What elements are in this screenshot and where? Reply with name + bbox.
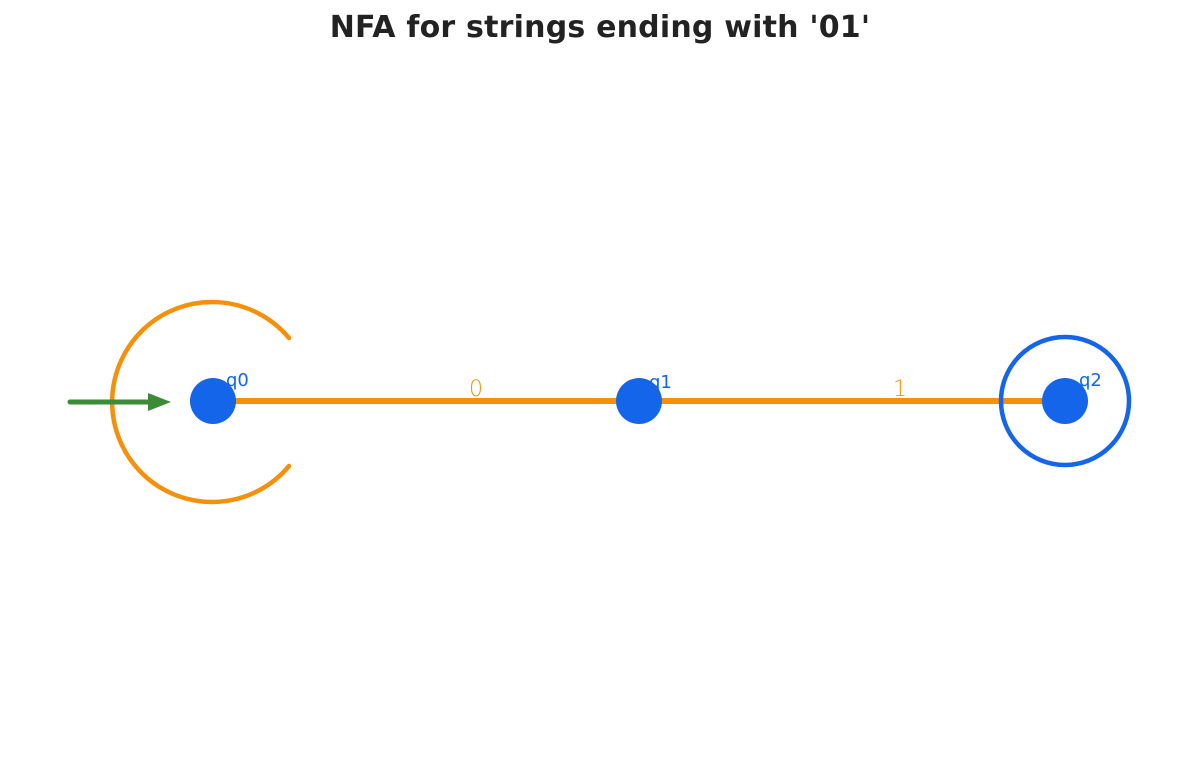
- edge-label-q0-q1: 0: [469, 377, 483, 402]
- state-q2[interactable]: [1042, 378, 1088, 424]
- accept-ring-q2: [998, 334, 1132, 468]
- state-q0[interactable]: [190, 378, 236, 424]
- state-label-q2: q2: [1079, 370, 1102, 391]
- diagram-title: NFA for strings ending with '01': [329, 10, 871, 45]
- start-arrow-head: [148, 393, 171, 411]
- edge-label-q1-q2: 1: [893, 377, 907, 402]
- state-q1[interactable]: [616, 378, 662, 424]
- state-label-q1: q1: [649, 372, 672, 393]
- state-label-q0: q0: [226, 370, 249, 391]
